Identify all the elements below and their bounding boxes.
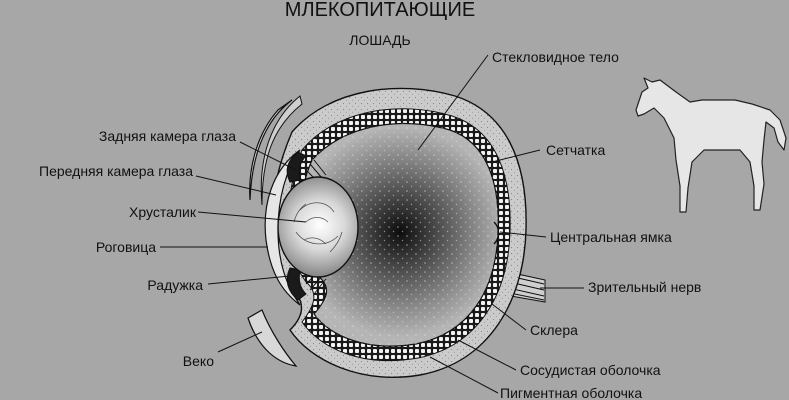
lens-shape — [277, 176, 359, 278]
upper-eyelid-fold — [260, 95, 303, 206]
leader-sclera — [491, 303, 527, 331]
leader-retina — [491, 149, 541, 163]
label-choroid: Сосудистая оболочка — [520, 362, 661, 378]
leader-lens — [197, 211, 307, 223]
iris-lower — [286, 267, 307, 301]
leader-posterior-chamber — [239, 141, 297, 171]
label-iris: Радужка — [147, 277, 203, 293]
label-anterior-chamber: Передняя камера глаза — [39, 163, 193, 179]
leader-eyelid — [217, 331, 263, 353]
leader-anterior-chamber — [195, 175, 277, 196]
horse-silhouette-icon — [635, 77, 787, 213]
label-vitreous: Стекловидное тело — [492, 49, 619, 65]
label-posterior-chamber: Задняя камера глаза — [99, 128, 236, 144]
lens-fibers — [293, 202, 343, 253]
leader-choroid — [457, 339, 517, 371]
cornea-shape — [264, 149, 301, 306]
label-optic-nerve: Зрительный нерв — [588, 279, 701, 295]
label-fovea: Центральная ямка — [550, 229, 672, 245]
lower-eyelid — [247, 309, 298, 367]
leader-fovea — [499, 231, 547, 238]
upper-eyelid — [249, 99, 293, 201]
label-lens: Хрусталик — [129, 204, 197, 220]
label-pigment: Пигментная оболочка — [500, 385, 642, 400]
leader-pigment — [429, 356, 499, 394]
label-retina: Сетчатка — [546, 142, 605, 158]
iris-upper — [286, 151, 307, 183]
diagram-subtitle: ЛОШАДЬ — [349, 32, 410, 48]
label-eyelid: Веко — [183, 353, 214, 369]
leader-vitreous — [417, 54, 489, 151]
fovea-shape — [493, 221, 500, 245]
diagram-title: МЛЕКОПИТАЮЩИЕ — [285, 0, 475, 21]
label-cornea: Роговица — [96, 239, 156, 255]
label-sclera: Склера — [530, 322, 578, 338]
leader-iris — [207, 275, 291, 285]
